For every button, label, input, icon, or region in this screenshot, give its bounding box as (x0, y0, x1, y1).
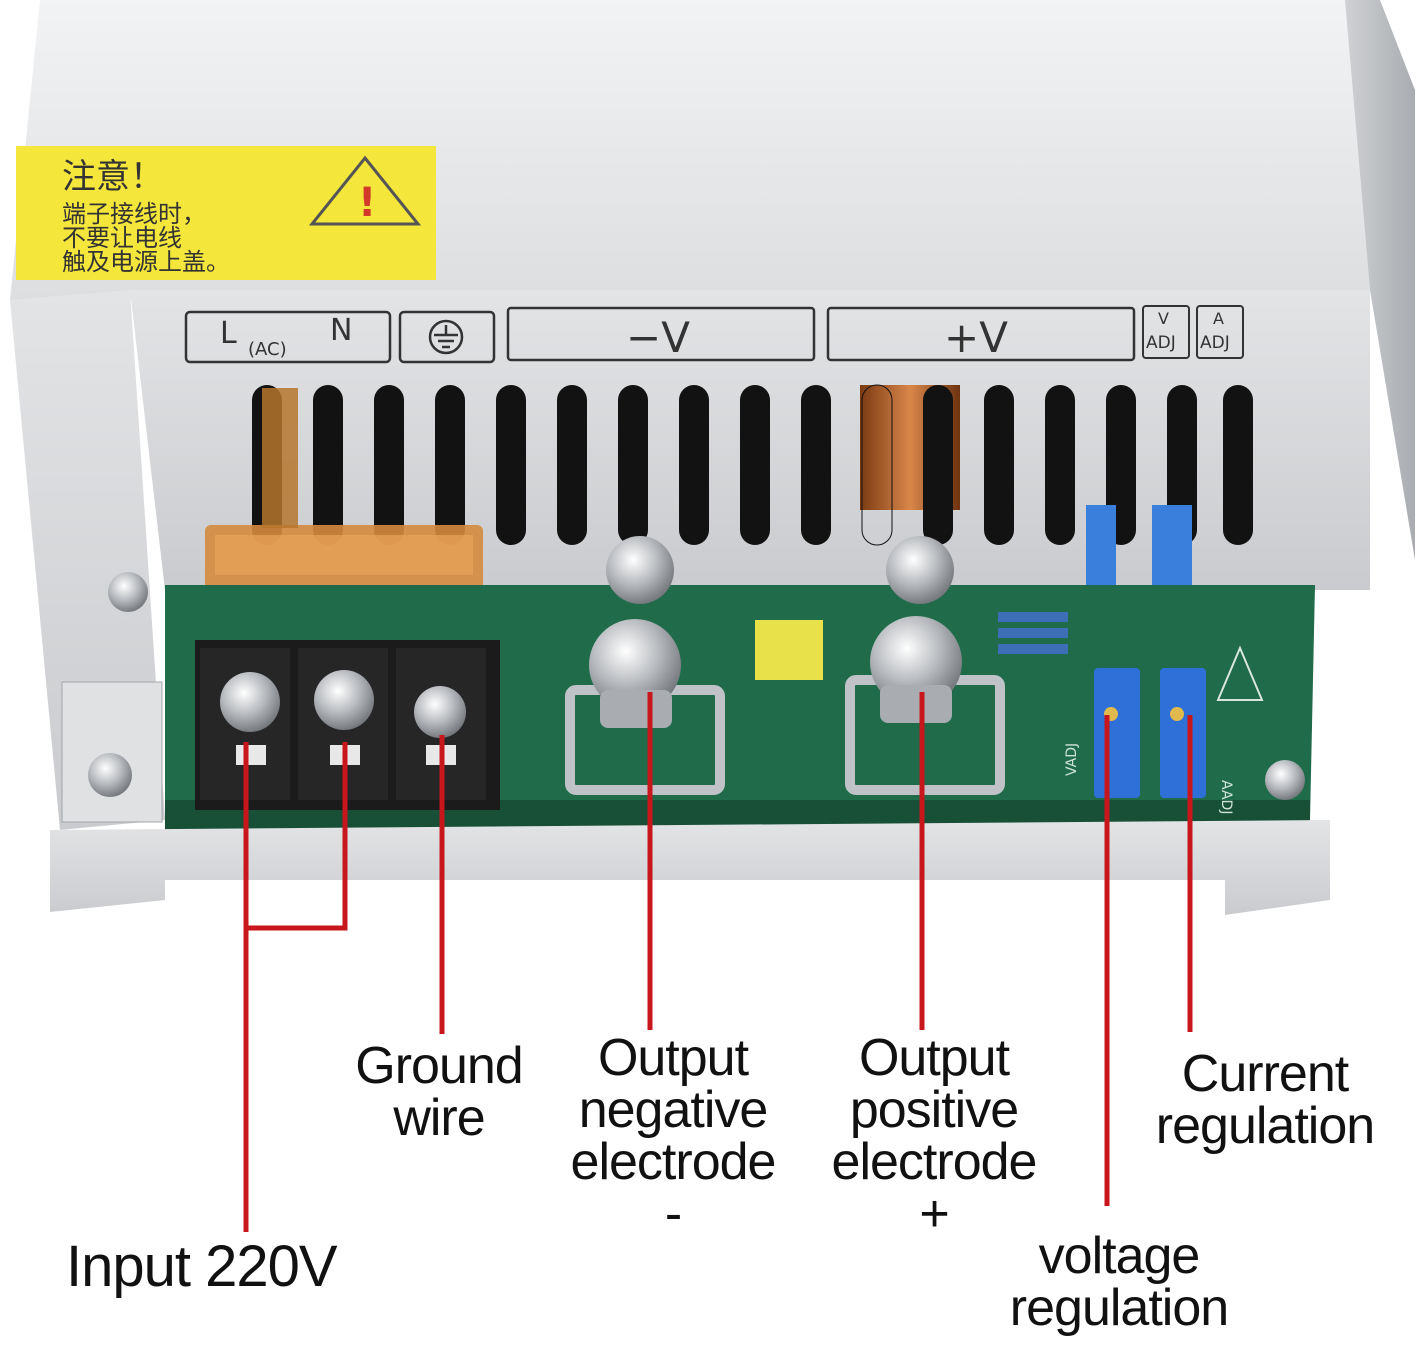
terminal-screw-n (314, 670, 374, 730)
output-negative-terminal (565, 536, 725, 795)
current-potentiometer (1152, 505, 1206, 798)
earth-ground-icon (428, 319, 464, 355)
vent-slot (740, 385, 770, 545)
vent-slots (252, 384, 1253, 546)
terminal-screw-l (220, 672, 280, 732)
neg-v-label: −V (626, 313, 690, 362)
label-ground-wire: Ground wire (355, 1037, 523, 1147)
ac-label-l: L (220, 316, 237, 351)
a-adj-label-bottom: ADJ (1200, 333, 1230, 353)
ac-label-ac: (AC) (248, 339, 287, 360)
output-positive-terminal (845, 536, 1005, 795)
warning-triangle-icon: ! (308, 155, 422, 226)
vent-slot (679, 385, 709, 545)
v-adj-label-bottom: ADJ (1146, 333, 1176, 353)
housing-bottom-rail (50, 820, 1330, 915)
vent-slot (496, 385, 526, 545)
label-output-positive: Output positive electrode + (831, 1029, 1038, 1243)
vent-slot (861, 384, 893, 546)
vent-slot (557, 385, 587, 545)
warning-line-3: 触及电源上盖。 (62, 248, 230, 276)
warning-sticker: 注意！ 端子接线时， 不要让电线 触及电源上盖。 ! (16, 146, 436, 280)
ground-label-box (398, 310, 496, 364)
v-adj-label-box (1142, 305, 1190, 359)
vent-slot (1045, 385, 1075, 545)
vent-slot (1223, 385, 1253, 545)
pcb-warning-triangle-icon (1216, 645, 1264, 701)
pos-v-label-box (826, 306, 1136, 362)
ac-label-box (184, 310, 392, 364)
vent-slot (374, 385, 404, 545)
vent-slot (984, 385, 1014, 545)
label-input-220v: Input 220V (66, 1234, 338, 1299)
label-current-regulation: Current regulation (1155, 1045, 1375, 1155)
label-voltage-regulation: voltage regulation (1009, 1227, 1229, 1337)
label-output-negative: Output negative electrode - (570, 1029, 777, 1243)
warning-title: 注意！ (62, 157, 164, 197)
voltage-potentiometer (1086, 505, 1140, 798)
vent-slot (801, 385, 831, 545)
a-adj-label-box (1196, 305, 1244, 359)
pcb-mount-screw (1265, 760, 1305, 800)
neg-v-label-box (506, 306, 816, 362)
pcb-label-aadj: AADJ (1218, 780, 1234, 814)
warning-line-1: 端子接线时， (62, 200, 206, 228)
resistor-array (998, 612, 1068, 654)
vent-slot (923, 385, 953, 545)
pos-v-label: +V (944, 313, 1008, 362)
terminal-screw-ground (414, 686, 466, 738)
v-adj-label-top: V (1158, 309, 1169, 328)
vent-slot (618, 385, 648, 545)
vent-slot (313, 385, 343, 545)
ac-terminal-block (195, 640, 500, 810)
vent-slot (435, 385, 465, 545)
leader-lines (243, 692, 1193, 1232)
warning-line-2: 不要让电线 (62, 224, 182, 252)
svg-text:!: ! (358, 180, 376, 226)
leader-line-input-n (246, 742, 348, 931)
ac-label-n: N (330, 313, 352, 348)
a-adj-label-top: A (1213, 309, 1224, 328)
yellow-capacitor (755, 620, 823, 680)
pcb-label-vadj: VADJ (1064, 743, 1080, 776)
housing-left-wall (10, 290, 165, 830)
panel-labels: L (AC) N −V +V V ADJ A ADJ (184, 305, 1244, 364)
